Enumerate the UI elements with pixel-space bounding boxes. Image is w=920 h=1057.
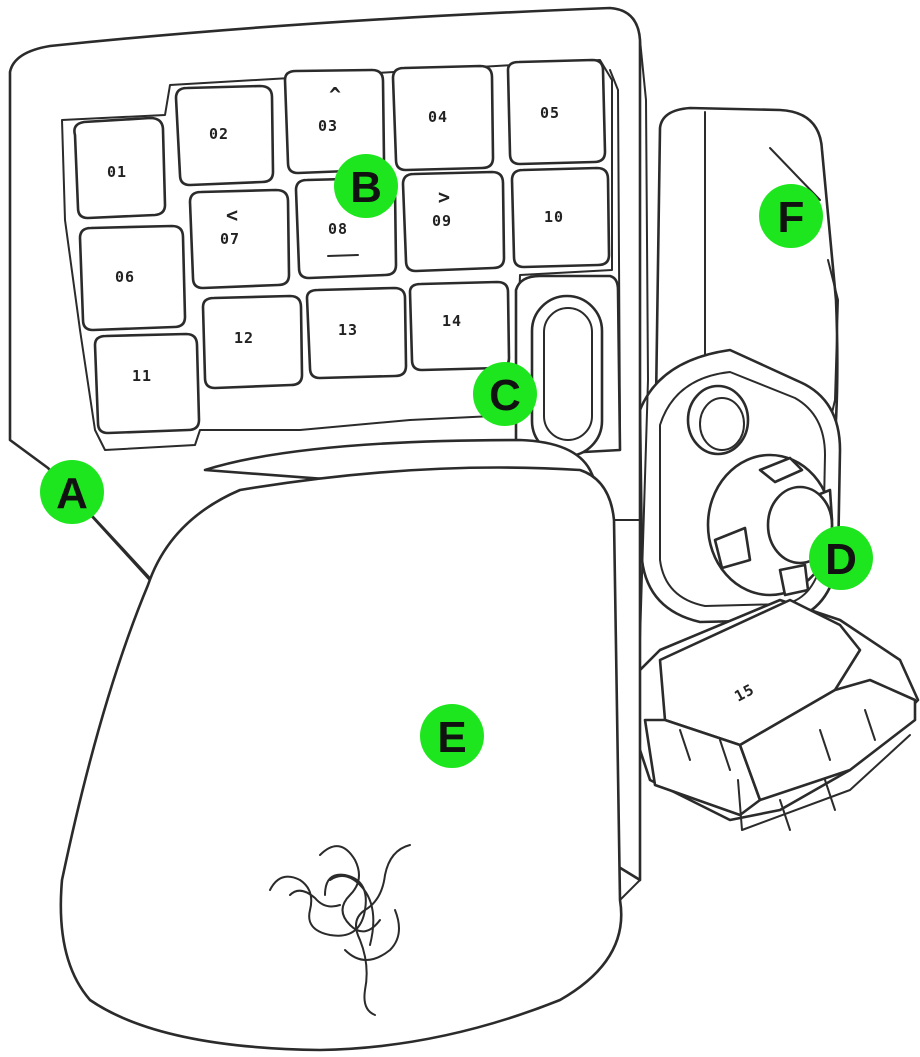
key-14-label: 14	[442, 312, 462, 330]
key-03-arrow: ^	[329, 83, 341, 107]
callout-e-label: E	[437, 713, 466, 762]
callout-a-label: A	[56, 469, 88, 518]
key-09: > 09	[403, 172, 504, 271]
key-07: < 07	[190, 190, 289, 288]
key-05-label: 05	[540, 104, 560, 122]
callout-e: E	[420, 704, 484, 768]
thumb-key-assembly: 15	[620, 600, 918, 830]
key-03-label: 03	[318, 117, 338, 135]
key-08-label: 08	[328, 220, 348, 238]
callout-a: A	[40, 460, 104, 524]
key-13-label: 13	[338, 321, 358, 339]
key-06-label: 06	[115, 268, 135, 286]
key-02-label: 02	[209, 125, 229, 143]
key-09-label: 09	[432, 212, 452, 230]
key-12-label: 12	[234, 329, 254, 347]
key-14: 14	[410, 282, 509, 370]
callout-b: B	[334, 154, 398, 218]
key-02: 02	[176, 86, 273, 185]
callout-c-label: C	[489, 371, 521, 420]
key-11-label: 11	[132, 367, 152, 385]
key-04-label: 04	[428, 108, 448, 126]
callout-d-label: D	[825, 535, 857, 584]
callout-c: C	[473, 362, 537, 426]
key-04: 04	[393, 66, 493, 170]
key-07-arrow: <	[226, 203, 238, 227]
callout-b-label: B	[350, 163, 382, 212]
key-07-label: 07	[220, 230, 240, 248]
key-13: 13	[307, 288, 406, 378]
key-11: 11	[95, 334, 199, 433]
callout-f: F	[759, 184, 823, 248]
callout-f-label: F	[778, 193, 805, 242]
key-05: 05	[508, 60, 605, 164]
key-09-arrow: >	[438, 185, 450, 209]
key-06: 06	[80, 226, 185, 330]
key-10: 10	[512, 168, 609, 267]
callout-d: D	[809, 526, 873, 590]
thumb-button-c	[516, 276, 620, 456]
key-12: 12	[203, 296, 302, 388]
key-01: 01	[74, 118, 165, 218]
key-01-label: 01	[107, 163, 127, 181]
key-10-label: 10	[544, 208, 564, 226]
